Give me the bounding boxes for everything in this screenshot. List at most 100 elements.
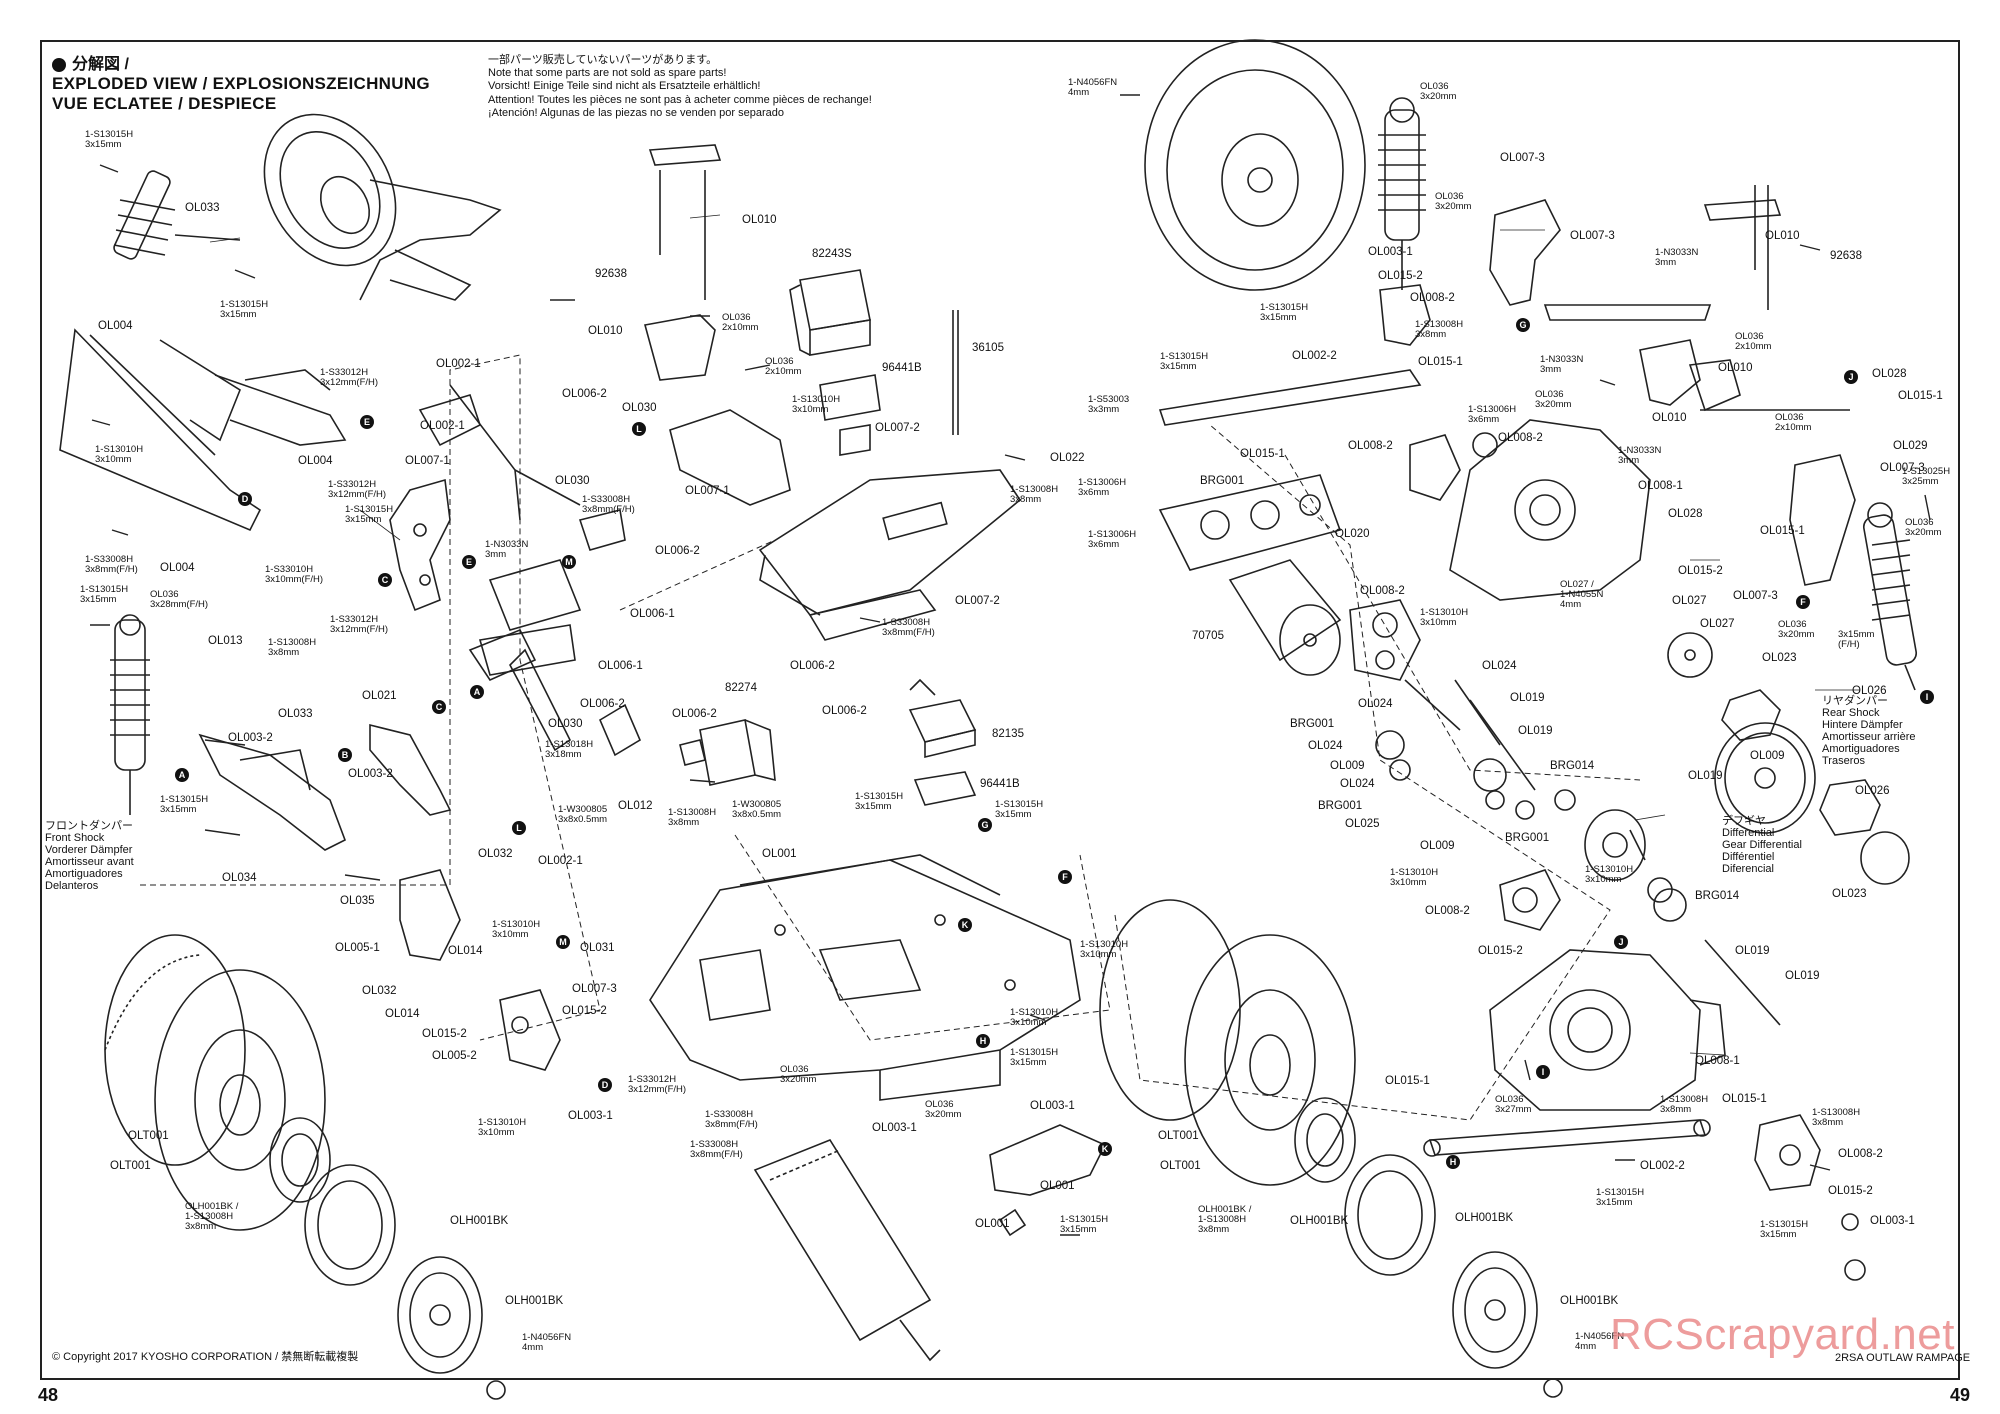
- front-shock-left: [110, 614, 150, 815]
- part-label: OL003-1: [872, 1122, 917, 1134]
- front-shock-callout: フロントダンパー Front Shock Vorderer Dämpfer Am…: [45, 820, 134, 892]
- rear-shock-tower-top: [1489, 199, 1561, 306]
- part-label: BRG014: [1695, 890, 1740, 902]
- page-number-left: 48: [38, 1385, 59, 1405]
- rear-shock-callout: リヤダンパー Rear Shock Hintere Dämpfer Amorti…: [1822, 695, 1916, 767]
- part-label: OL023: [1762, 652, 1797, 664]
- connection-marker: J: [1614, 935, 1628, 949]
- connection-marker: D: [598, 1078, 612, 1092]
- part-label: OL003-1: [1870, 1215, 1915, 1227]
- differential-callout: デフギヤ Differential Gear Differential Diff…: [1722, 815, 1802, 875]
- part-label: OL001: [975, 1218, 1010, 1230]
- part-label: OL024: [1482, 660, 1517, 672]
- rear-shock-tower-right: [1789, 454, 1856, 586]
- part-label: OL003-2: [228, 732, 273, 744]
- part-label: OL007-2: [875, 422, 920, 434]
- part-label: BRG001: [1290, 718, 1335, 730]
- title-line-1: EXPLODED VIEW / EXPLOSIONSZEICHNUNG: [52, 74, 430, 93]
- part-label: OL008-2: [1348, 440, 1393, 452]
- part-label: OL002-2: [1640, 1160, 1685, 1172]
- connection-marker: D: [238, 492, 252, 506]
- part-label: 3x15mm(F/H): [1838, 629, 1875, 650]
- part-label: OL006-2: [822, 705, 867, 717]
- part-label: OL015-2: [1478, 945, 1523, 957]
- part-label: OL035: [340, 895, 375, 907]
- part-label: OL010: [742, 214, 777, 226]
- gear-plate-middle: [1349, 599, 1421, 681]
- part-label: OL006-2: [790, 660, 835, 672]
- battery-pack: [753, 1139, 941, 1362]
- part-label: OL024: [1340, 778, 1375, 790]
- part-label: OLT001: [1160, 1160, 1201, 1172]
- part-label: OL014: [385, 1008, 420, 1020]
- spare-parts-note: 一部パーツ販売していないパーツがあります。 Note that some par…: [488, 54, 872, 120]
- part-label: 82243S: [812, 248, 852, 260]
- part-label: BRG001: [1318, 800, 1363, 812]
- part-label: 96441B: [882, 362, 922, 374]
- part-label: OL031: [580, 942, 615, 954]
- part-label: OL003-1: [1030, 1100, 1075, 1112]
- part-label: 82274: [725, 682, 757, 694]
- callout-line: Amortiguadores: [45, 868, 123, 880]
- note-line: Attention! Toutes les pièces ne sont pas…: [488, 93, 872, 106]
- part-label: OL028: [1668, 508, 1703, 520]
- part-label: OL010: [1718, 362, 1753, 374]
- part-label: OL003-2: [348, 768, 393, 780]
- note-line: Note that some parts are not sold as spa…: [488, 67, 727, 80]
- part-label: OL007-2: [955, 595, 1000, 607]
- front-lower-arm: [198, 723, 452, 851]
- callout-line: Differential: [1722, 827, 1775, 839]
- part-label: OL026: [1855, 785, 1890, 797]
- part-label: OL024: [1308, 740, 1343, 752]
- part-label: OL015-1: [1240, 448, 1285, 460]
- gear-cover-middle: [669, 409, 871, 506]
- part-label: 96441B: [980, 778, 1020, 790]
- callout-line: Vorderer Dämpfer: [45, 844, 133, 856]
- part-label: OL003-1: [1368, 246, 1413, 258]
- part-label: OL019: [1518, 725, 1553, 737]
- part-label: OL026: [1852, 685, 1887, 697]
- part-label: OL007-3: [1733, 590, 1778, 602]
- part-label: OL012: [618, 800, 653, 812]
- tire-rear-top: [1144, 39, 1366, 291]
- servo-82274: [679, 719, 776, 786]
- part-label: OL015-1: [1898, 390, 1943, 402]
- part-label: OL019: [1785, 970, 1820, 982]
- note-line: ¡Atención! Algunas de las piezas no se v…: [488, 106, 784, 119]
- connection-marker: I: [1536, 1065, 1550, 1079]
- callout-line: Front Shock: [45, 832, 105, 844]
- rear-shock-top: [1378, 97, 1426, 290]
- connection-marker: M: [556, 935, 570, 949]
- part-label: OL006-2: [580, 698, 625, 710]
- part-label: OL024: [1358, 698, 1393, 710]
- tire-front-bottom: [104, 934, 326, 1231]
- part-label: OL021: [362, 690, 397, 702]
- part-label: OL027: [1672, 595, 1707, 607]
- part-label: OL001: [1040, 1180, 1075, 1192]
- part-label: OL007-3: [1570, 230, 1615, 242]
- part-label: OL006-1: [598, 660, 643, 672]
- part-label: OL008-2: [1360, 585, 1405, 597]
- part-label: OLT001: [110, 1160, 151, 1172]
